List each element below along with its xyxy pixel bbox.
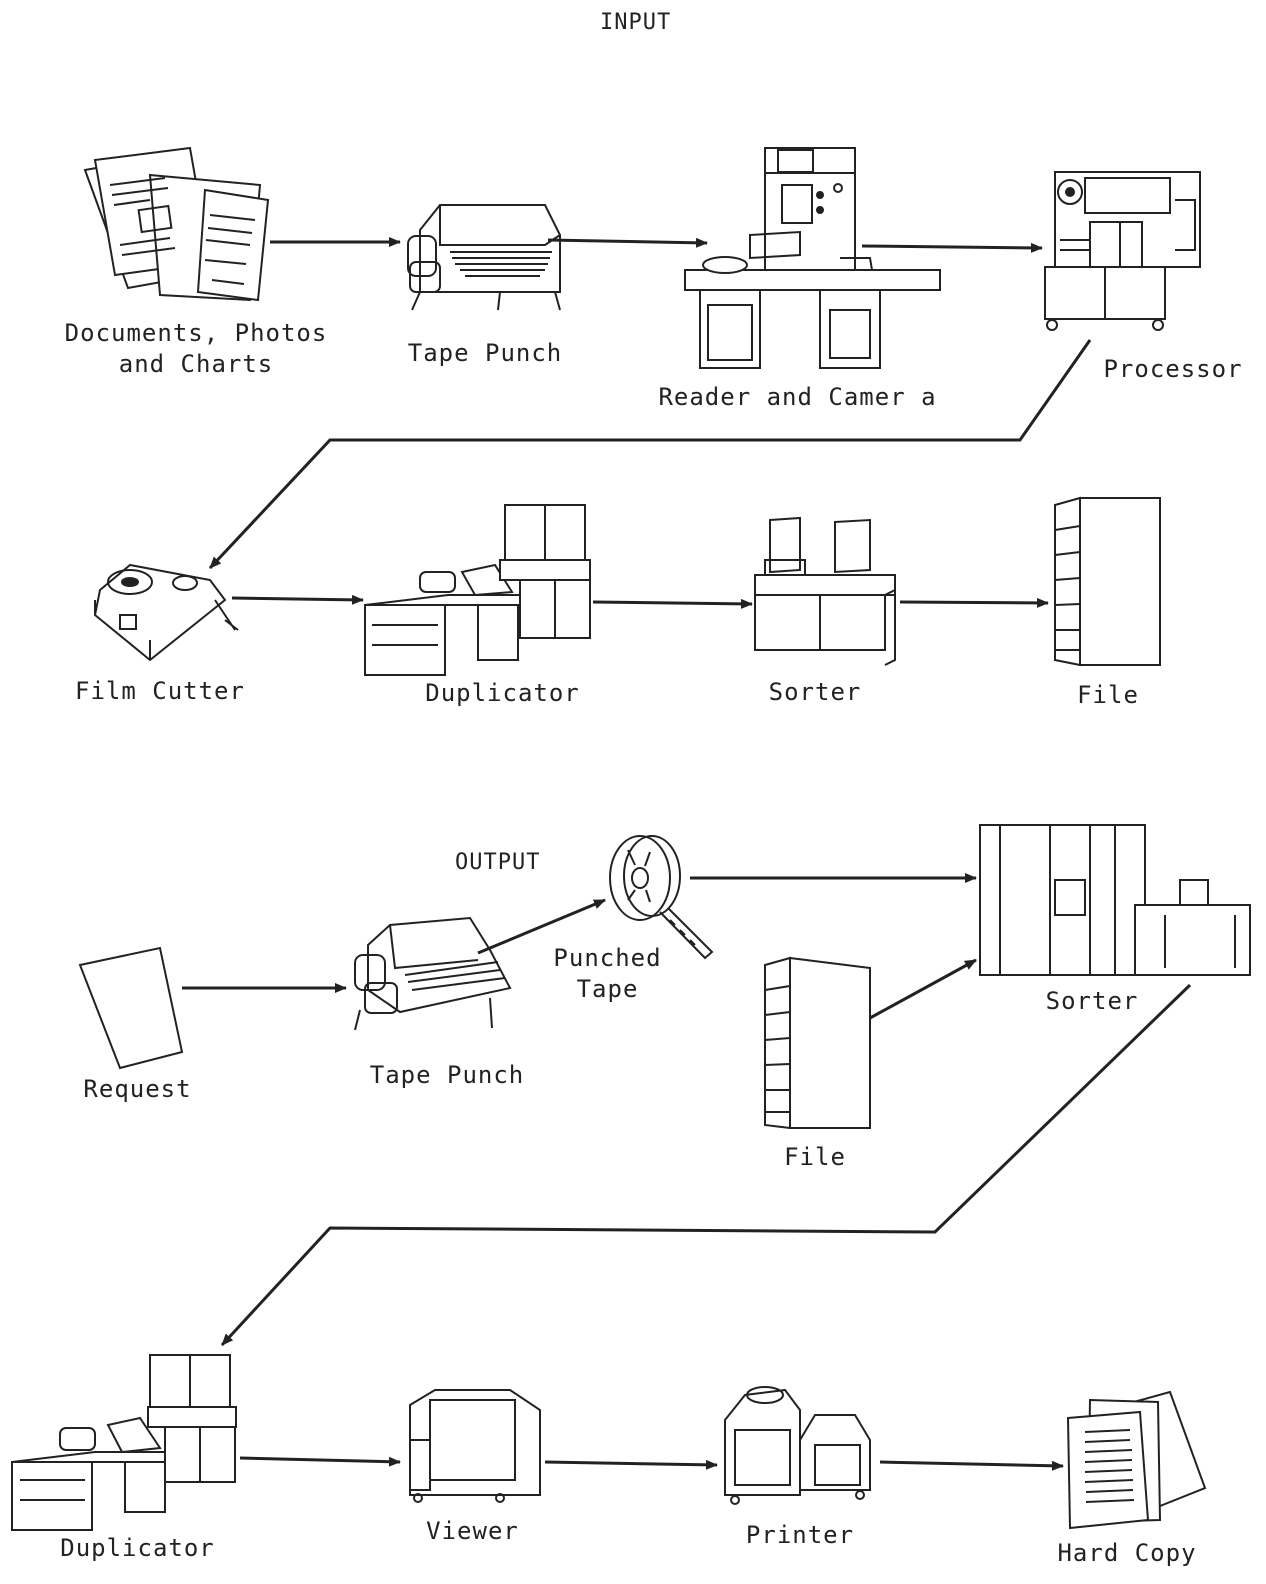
tape-punch-icon bbox=[355, 918, 510, 1030]
label-sorter: Sorter bbox=[760, 677, 870, 708]
viewer-icon bbox=[410, 1390, 540, 1502]
label-punched-tape: Punched Tape bbox=[545, 943, 670, 1005]
flow-arrow bbox=[240, 1458, 400, 1462]
label-tape-punch: Tape Punch bbox=[362, 1060, 532, 1091]
processor-icon bbox=[1045, 172, 1200, 330]
flow-arrow bbox=[862, 246, 1042, 248]
label-sorter: Sorter bbox=[1037, 986, 1147, 1017]
sorter-icon bbox=[755, 518, 895, 665]
duplicator-icon bbox=[365, 505, 590, 675]
file-cabinet-icon bbox=[765, 958, 870, 1128]
label-reader-camera: Reader and Camer a bbox=[655, 382, 940, 413]
punched-tape-reel-icon bbox=[610, 836, 712, 958]
label-tape-punch: Tape Punch bbox=[400, 338, 570, 369]
request-sheet-icon bbox=[80, 948, 182, 1068]
flow-arrow bbox=[880, 1462, 1063, 1466]
label-printer: Printer bbox=[740, 1520, 860, 1551]
flow-arrow bbox=[900, 602, 1048, 603]
sorter-icon bbox=[980, 825, 1250, 975]
flow-arrow bbox=[593, 602, 752, 604]
output-heading: OUTPUT bbox=[455, 850, 540, 875]
flow-arrow bbox=[232, 598, 363, 600]
label-file: File bbox=[1068, 680, 1148, 711]
hard-copy-icon bbox=[1068, 1392, 1205, 1528]
flow-arrow bbox=[210, 340, 1090, 568]
label-file: File bbox=[775, 1142, 855, 1173]
printer-icon bbox=[725, 1387, 870, 1504]
duplicator-icon bbox=[12, 1355, 236, 1530]
label-viewer: Viewer bbox=[420, 1516, 525, 1547]
label-documents: Documents, Photos and Charts bbox=[60, 318, 332, 380]
label-film-cutter: Film Cutter bbox=[70, 676, 250, 707]
label-duplicator: Duplicator bbox=[55, 1533, 220, 1564]
tape-punch-icon bbox=[408, 205, 560, 310]
flow-arrow bbox=[548, 240, 707, 243]
reader-camera-icon bbox=[685, 148, 940, 368]
flow-arrow bbox=[222, 985, 1190, 1345]
file-cabinet-icon bbox=[1055, 498, 1160, 665]
film-cutter-icon bbox=[95, 565, 238, 660]
documents-icon bbox=[85, 148, 268, 300]
label-hard-copy: Hard Copy bbox=[1052, 1538, 1202, 1569]
label-request: Request bbox=[75, 1074, 200, 1105]
flow-arrow bbox=[870, 960, 976, 1018]
label-duplicator: Duplicator bbox=[420, 678, 585, 709]
label-processor: Processor bbox=[1098, 354, 1248, 385]
flow-arrow bbox=[545, 1462, 717, 1465]
input-heading: INPUT bbox=[600, 10, 671, 35]
